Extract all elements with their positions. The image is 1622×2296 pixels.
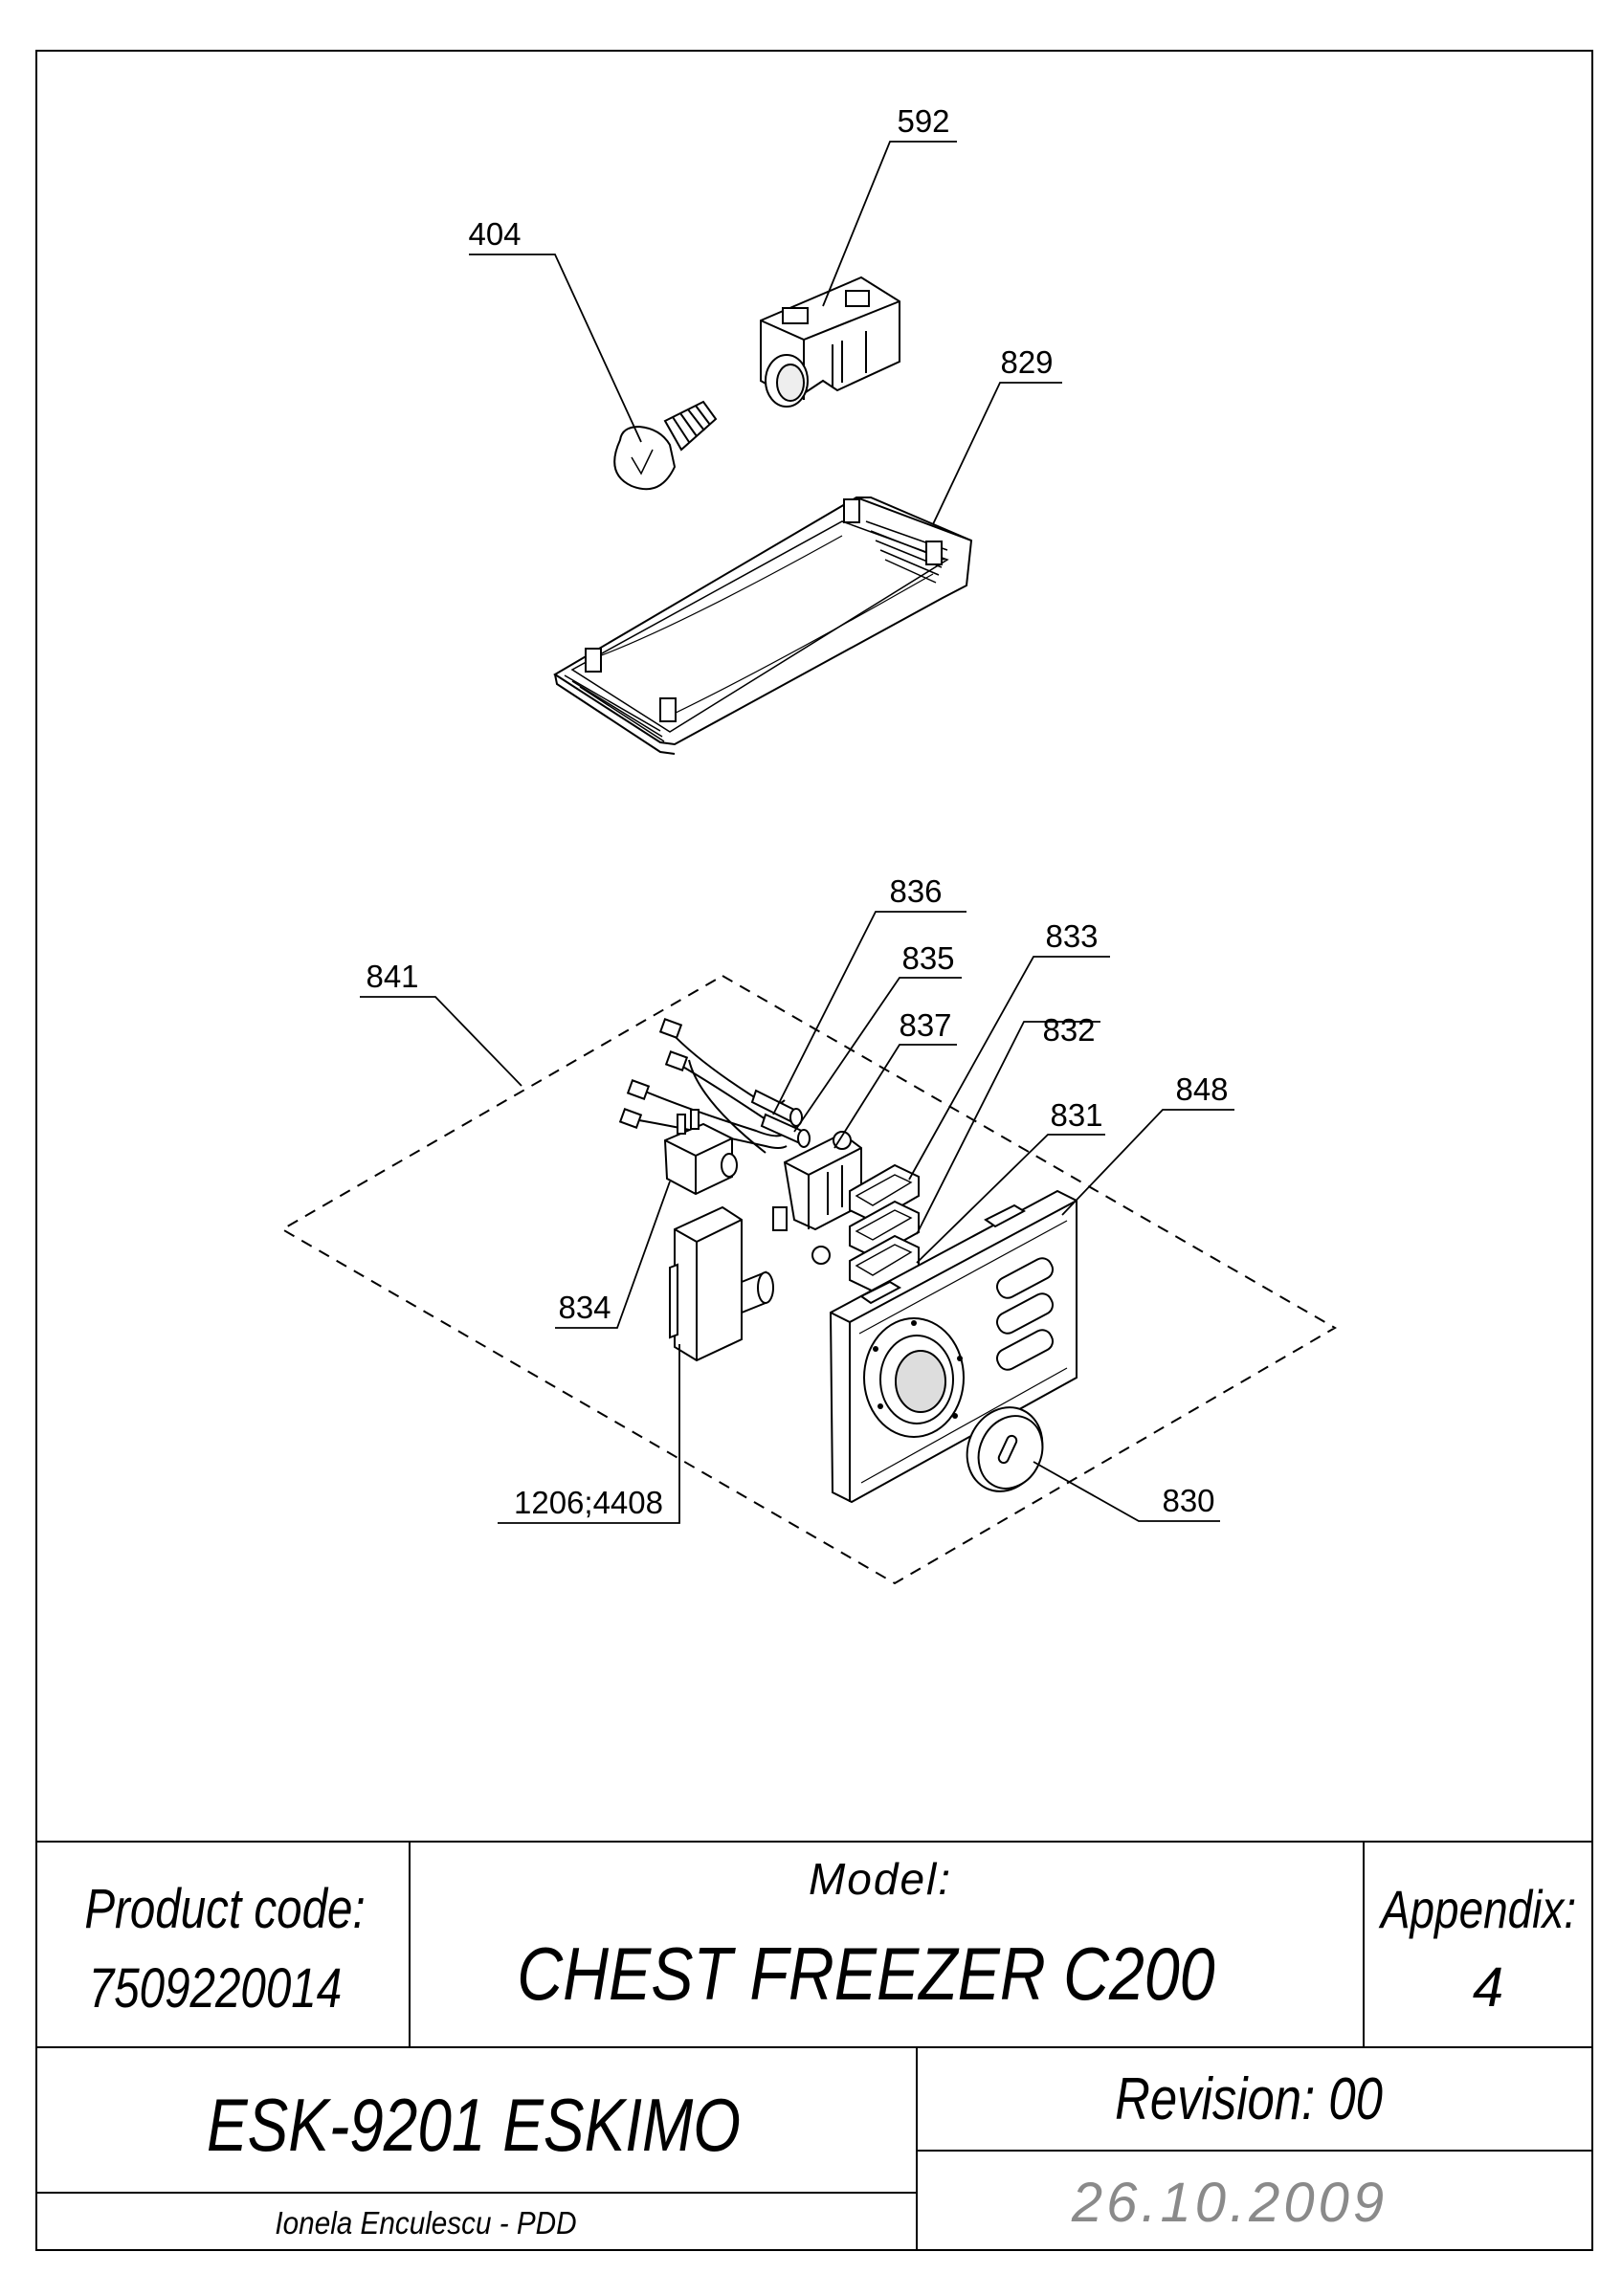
bracket-837 — [772, 1131, 862, 1265]
lamp-bulb-404 — [613, 400, 718, 491]
switch-834 — [663, 1109, 738, 1196]
date: 26.10.2009 — [1071, 2172, 1388, 2234]
callout-836: 836 — [889, 873, 942, 909]
project-name: ESK-9201 ESKIMO — [207, 2084, 741, 2167]
callout-837: 837 — [899, 1007, 951, 1043]
appendix-label: Appendix: — [1378, 1880, 1576, 1939]
drawing-frame — [35, 50, 1593, 2251]
callout-829: 829 — [1000, 344, 1053, 380]
callout-834: 834 — [558, 1290, 611, 1325]
callout-835: 835 — [901, 940, 954, 976]
callout-832: 832 — [1042, 1012, 1095, 1048]
control-panel-848 — [829, 1189, 1078, 1504]
model-value: CHEST FREEZER C200 — [517, 1932, 1214, 2016]
lamp-holder-592 — [760, 276, 900, 408]
thermostat-1206 — [669, 1205, 774, 1362]
indicator-lenses-833-832-831 — [849, 1163, 920, 1293]
product-code-value: 7509220014 — [89, 1958, 342, 2020]
assembly-boundary-841 — [279, 974, 1337, 1585]
callout-1206: 1206;4408 — [514, 1485, 663, 1520]
callout-848: 848 — [1175, 1071, 1228, 1107]
knob-830 — [966, 1406, 1044, 1492]
title-block-text: Product code: 7509220014 Model: CHEST FR… — [84, 1854, 1576, 2241]
product-code-label: Product code: — [84, 1879, 365, 1941]
lamp-cover-829 — [553, 496, 973, 755]
title-block — [36, 1841, 1592, 2250]
model-label: Model: — [809, 1854, 952, 1904]
leader-lines-upper — [469, 141, 1062, 525]
revision: Revision: 00 — [1115, 2066, 1383, 2132]
appendix-value: 4 — [1473, 1956, 1503, 2019]
author: Ionela Enculescu - PDD — [275, 2206, 576, 2241]
callout-831: 831 — [1050, 1097, 1102, 1133]
callout-592: 592 — [897, 103, 949, 139]
leader-lines-lower — [360, 911, 1234, 1524]
callout-404: 404 — [468, 216, 521, 252]
callout-labels: 592 404 829 836 835 837 833 832 841 848 … — [366, 103, 1228, 1520]
wiring-harness-836-835 — [618, 1018, 811, 1154]
callout-833: 833 — [1045, 918, 1098, 954]
callout-830: 830 — [1162, 1483, 1214, 1518]
callout-841: 841 — [366, 959, 418, 994]
